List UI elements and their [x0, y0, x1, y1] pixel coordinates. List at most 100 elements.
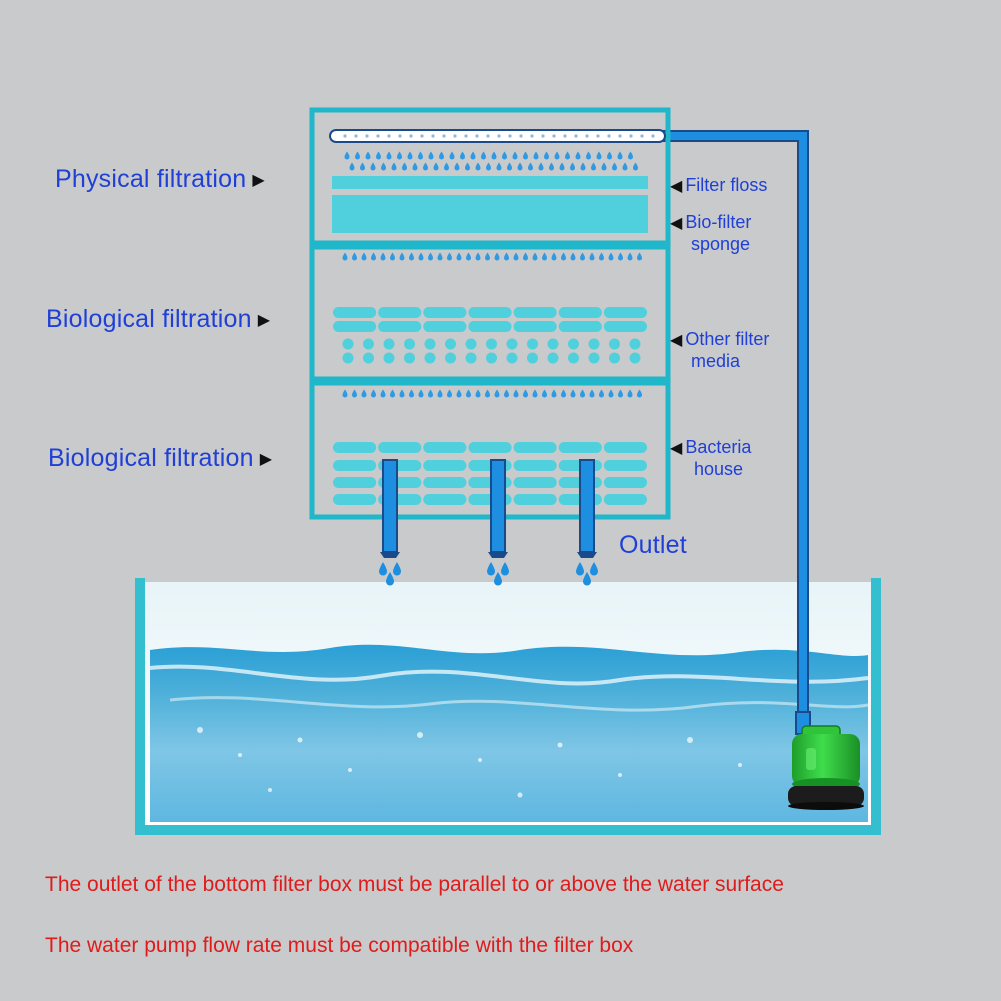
- media-segment: [378, 307, 422, 318]
- water-drop-icon: [342, 389, 348, 398]
- water-drop-icon: [599, 389, 604, 398]
- water-drop-icon: [418, 389, 424, 398]
- media-ball: [506, 352, 518, 364]
- water-drop-icon: [361, 252, 367, 261]
- water-drop-icon: [596, 151, 602, 160]
- spray-hole: [607, 134, 611, 138]
- water-drop-icon: [475, 252, 481, 261]
- media-ball: [609, 338, 620, 350]
- media-segment: [333, 442, 377, 453]
- water-drop-icon: [504, 252, 509, 261]
- water-drop-icon: [470, 151, 476, 160]
- media-segment: [513, 442, 557, 453]
- spray-hole: [629, 134, 633, 138]
- water-drop-icon: [507, 162, 512, 171]
- media-ball: [404, 352, 415, 364]
- filter-floss: [332, 176, 648, 189]
- media-ball: [363, 338, 374, 350]
- water-drop-icon: [391, 162, 397, 171]
- spray-hole: [343, 134, 347, 138]
- outlet-pipe: [379, 459, 401, 586]
- water-drop-icon: [475, 162, 481, 171]
- water-drop-icon: [371, 389, 376, 398]
- spray-hole: [596, 134, 600, 138]
- water-drop-icon: [423, 162, 428, 171]
- water-drop-icon: [523, 151, 528, 160]
- water-drop-icon: [637, 389, 642, 398]
- water-drop-icon: [517, 162, 523, 171]
- water-drop-icon: [355, 151, 360, 160]
- water-drop-icon: [418, 151, 423, 160]
- water-drop-icon: [465, 162, 470, 171]
- media-segment: [513, 477, 557, 488]
- water-drop-icon: [439, 151, 444, 160]
- spray-hole: [475, 134, 479, 138]
- water-drop-icon: [590, 562, 598, 576]
- media-ball: [588, 352, 600, 364]
- water-drop-icon: [580, 162, 586, 171]
- media-segment: [558, 321, 602, 332]
- media-ball: [629, 338, 641, 350]
- water-drop-icon: [418, 252, 424, 261]
- media-ball: [506, 338, 518, 350]
- water-drop-icon: [580, 252, 585, 261]
- water-drop-icon: [361, 389, 367, 398]
- spray-hole: [552, 134, 556, 138]
- water-drop-icon: [370, 162, 376, 171]
- water-drop-icon: [386, 572, 394, 586]
- spray-hole: [530, 134, 534, 138]
- water-drop-icon: [512, 151, 518, 160]
- water-drop-icon: [380, 389, 386, 398]
- spray-hole: [563, 134, 567, 138]
- media-segment: [378, 321, 422, 332]
- spray-hole: [365, 134, 369, 138]
- return-pipe: [662, 130, 809, 715]
- water-drop-icon: [617, 151, 623, 160]
- water-drop-icon: [532, 252, 538, 261]
- water-drop-icon: [591, 162, 596, 171]
- media-ball: [527, 352, 538, 364]
- filter-box-middle: [309, 244, 671, 382]
- media-segment: [423, 460, 467, 471]
- water-drop-icon: [393, 562, 401, 576]
- water-drop-icon: [485, 252, 490, 261]
- water-drop-icon: [376, 151, 381, 160]
- outlet-pipe: [487, 459, 509, 586]
- media-segment: [513, 307, 557, 318]
- water-drop-icon: [380, 252, 386, 261]
- media-ball: [424, 338, 436, 350]
- spray-hole: [442, 134, 446, 138]
- water-drop-icon: [437, 389, 443, 398]
- media-segment: [468, 442, 512, 453]
- water-drop-icon: [437, 252, 443, 261]
- water-drop-icon: [447, 252, 452, 261]
- water-drop-icon: [627, 389, 633, 398]
- spray-hole: [508, 134, 512, 138]
- spray-hole: [354, 134, 358, 138]
- water-drop-icon: [580, 389, 585, 398]
- water-drop-icon: [561, 389, 566, 398]
- media-segment: [423, 307, 467, 318]
- media-ball: [383, 352, 395, 364]
- water-drop-icon: [365, 151, 371, 160]
- spray-hole: [376, 134, 380, 138]
- spray-hole: [651, 134, 655, 138]
- spray-hole: [574, 134, 578, 138]
- media-ball: [568, 352, 579, 364]
- spray-hole: [541, 134, 545, 138]
- media-ball: [609, 352, 620, 364]
- media-segment: [333, 307, 377, 318]
- media-ball: [486, 338, 497, 350]
- media-segment: [423, 321, 467, 332]
- water-drop-icon: [460, 151, 465, 160]
- media-segment: [333, 321, 377, 332]
- water-drop-icon: [447, 389, 452, 398]
- water-drop-icon: [342, 252, 348, 261]
- water-drop-icon: [618, 252, 623, 261]
- water-drop-icon: [608, 389, 614, 398]
- water-drop-icon: [559, 162, 565, 171]
- water-drop-icon: [449, 151, 455, 160]
- other-filter-media-label: Other filter media: [670, 329, 769, 372]
- water-drop-icon: [622, 162, 628, 171]
- media-ball: [547, 352, 559, 364]
